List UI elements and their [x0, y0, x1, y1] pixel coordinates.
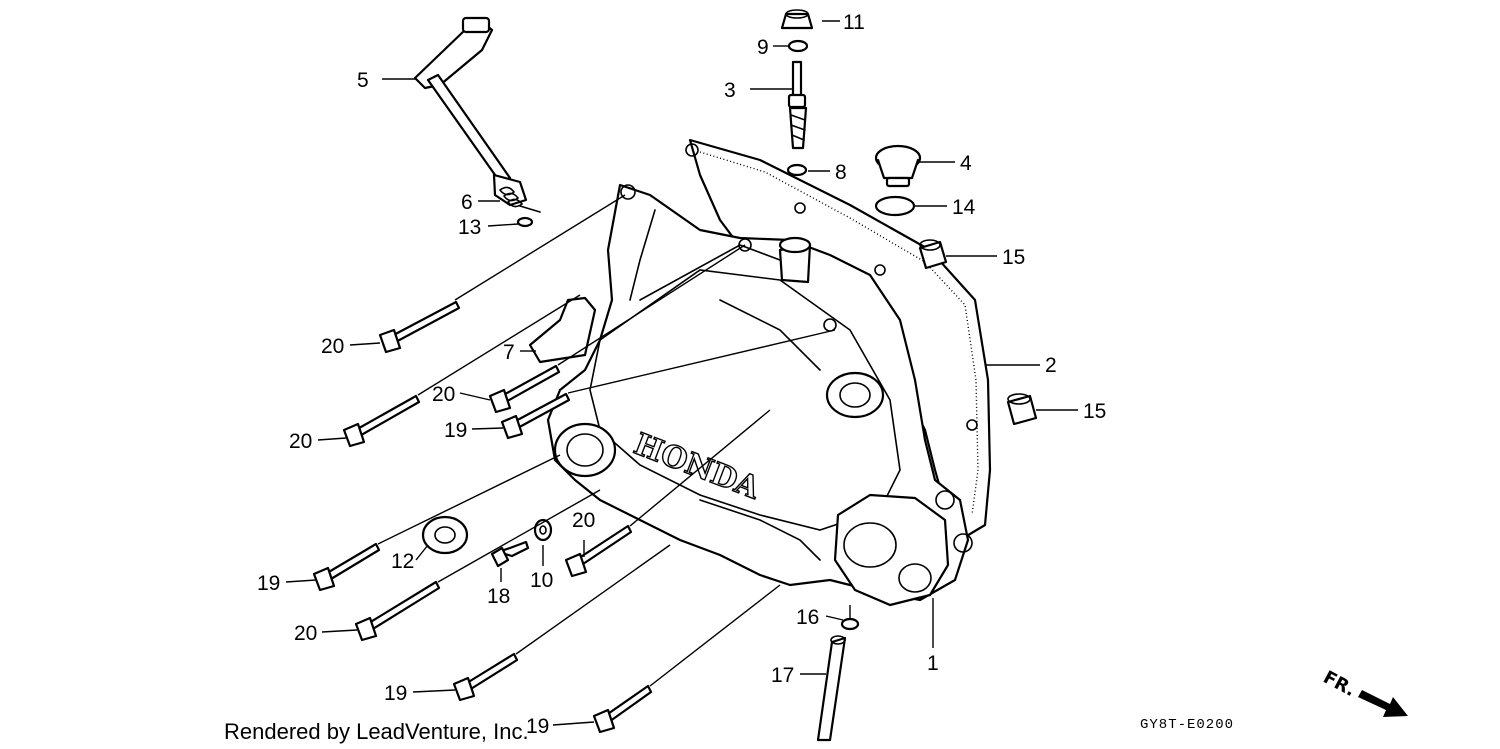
- callout-6[interactable]: 6: [461, 191, 473, 214]
- callout-4[interactable]: 4: [960, 152, 972, 175]
- callout-7[interactable]: 7: [503, 341, 515, 364]
- bracket[interactable]: [528, 296, 597, 364]
- callout-20-short[interactable]: 20: [572, 509, 595, 532]
- front-label: FR.: [1320, 667, 1359, 701]
- callout-labels: 11 9 3 8 4 14 15 2 15 1 5 6 13 7 20 20 2…: [257, 11, 1106, 738]
- callout-19-bottom-right[interactable]: 19: [526, 715, 549, 738]
- callout-2[interactable]: 2: [1045, 354, 1057, 377]
- callout-3[interactable]: 3: [724, 79, 736, 102]
- o-ring-large[interactable]: [874, 195, 916, 217]
- return-spring[interactable]: [499, 186, 541, 213]
- washer[interactable]: [516, 216, 534, 228]
- callout-18[interactable]: 18: [487, 585, 510, 608]
- speedometer-gear-shaft[interactable]: [787, 60, 808, 150]
- flange-bolt-19-bottom-right[interactable]: [592, 684, 653, 734]
- callout-20-inner[interactable]: 20: [432, 383, 455, 406]
- callout-11[interactable]: 11: [843, 11, 865, 34]
- callout-14[interactable]: 14: [952, 196, 976, 219]
- dowel-pin-lower[interactable]: [1006, 393, 1038, 426]
- callout-19-inner[interactable]: 19: [444, 419, 467, 442]
- callout-12[interactable]: 12: [391, 550, 414, 573]
- flange-bolt-20-short[interactable]: [564, 524, 633, 578]
- hose-clip[interactable]: [840, 617, 860, 631]
- callout-20-lower[interactable]: 20: [294, 622, 317, 645]
- callout-19-bottom[interactable]: 19: [384, 682, 407, 705]
- o-ring-small[interactable]: [786, 163, 808, 177]
- crankcase-cover[interactable]: HONDA: [546, 183, 973, 607]
- flange-bolt-19-left[interactable]: [312, 542, 381, 592]
- render-credit: Rendered by LeadVenture, Inc.: [224, 719, 529, 744]
- callout-15-lower[interactable]: 15: [1083, 400, 1106, 423]
- diagram-code: GY8T-E0200: [1140, 717, 1234, 733]
- flange-bolt-20-inner[interactable]: [488, 364, 561, 414]
- clutch-lifter-spindle[interactable]: [413, 16, 528, 207]
- breather-tube[interactable]: [816, 635, 847, 742]
- dowel-pin-upper[interactable]: [918, 239, 948, 270]
- flange-bolt-20-lower[interactable]: [354, 580, 441, 642]
- callout-1[interactable]: 1: [927, 652, 939, 675]
- oil-filler-cap[interactable]: [874, 144, 922, 188]
- front-direction-indicator: FR.: [1320, 667, 1408, 717]
- callout-10[interactable]: 10: [530, 569, 553, 592]
- callout-19-left[interactable]: 19: [257, 572, 280, 595]
- leader-lines: [285, 20, 1078, 726]
- small-bolt[interactable]: [490, 540, 530, 568]
- gear-washer[interactable]: [787, 39, 809, 53]
- flange-bolt-19-bottom[interactable]: [452, 652, 519, 702]
- callout-15-upper[interactable]: 15: [1002, 246, 1025, 269]
- callout-5[interactable]: 5: [357, 69, 369, 92]
- callout-16[interactable]: 16: [796, 606, 819, 629]
- callout-8[interactable]: 8: [835, 161, 847, 184]
- arrow-icon: [1358, 690, 1408, 717]
- flange-bolt-19-inner[interactable]: [500, 392, 571, 440]
- callout-13[interactable]: 13: [458, 216, 481, 239]
- gear-cap[interactable]: [780, 9, 814, 30]
- callout-20-top[interactable]: 20: [321, 335, 344, 358]
- callout-17[interactable]: 17: [771, 664, 794, 687]
- flange-bolt-20-top[interactable]: [378, 300, 461, 354]
- callout-9[interactable]: 9: [757, 36, 769, 59]
- callout-20-mid[interactable]: 20: [289, 430, 312, 453]
- oil-seal[interactable]: [421, 515, 469, 555]
- flange-bolt-20-mid[interactable]: [342, 394, 421, 448]
